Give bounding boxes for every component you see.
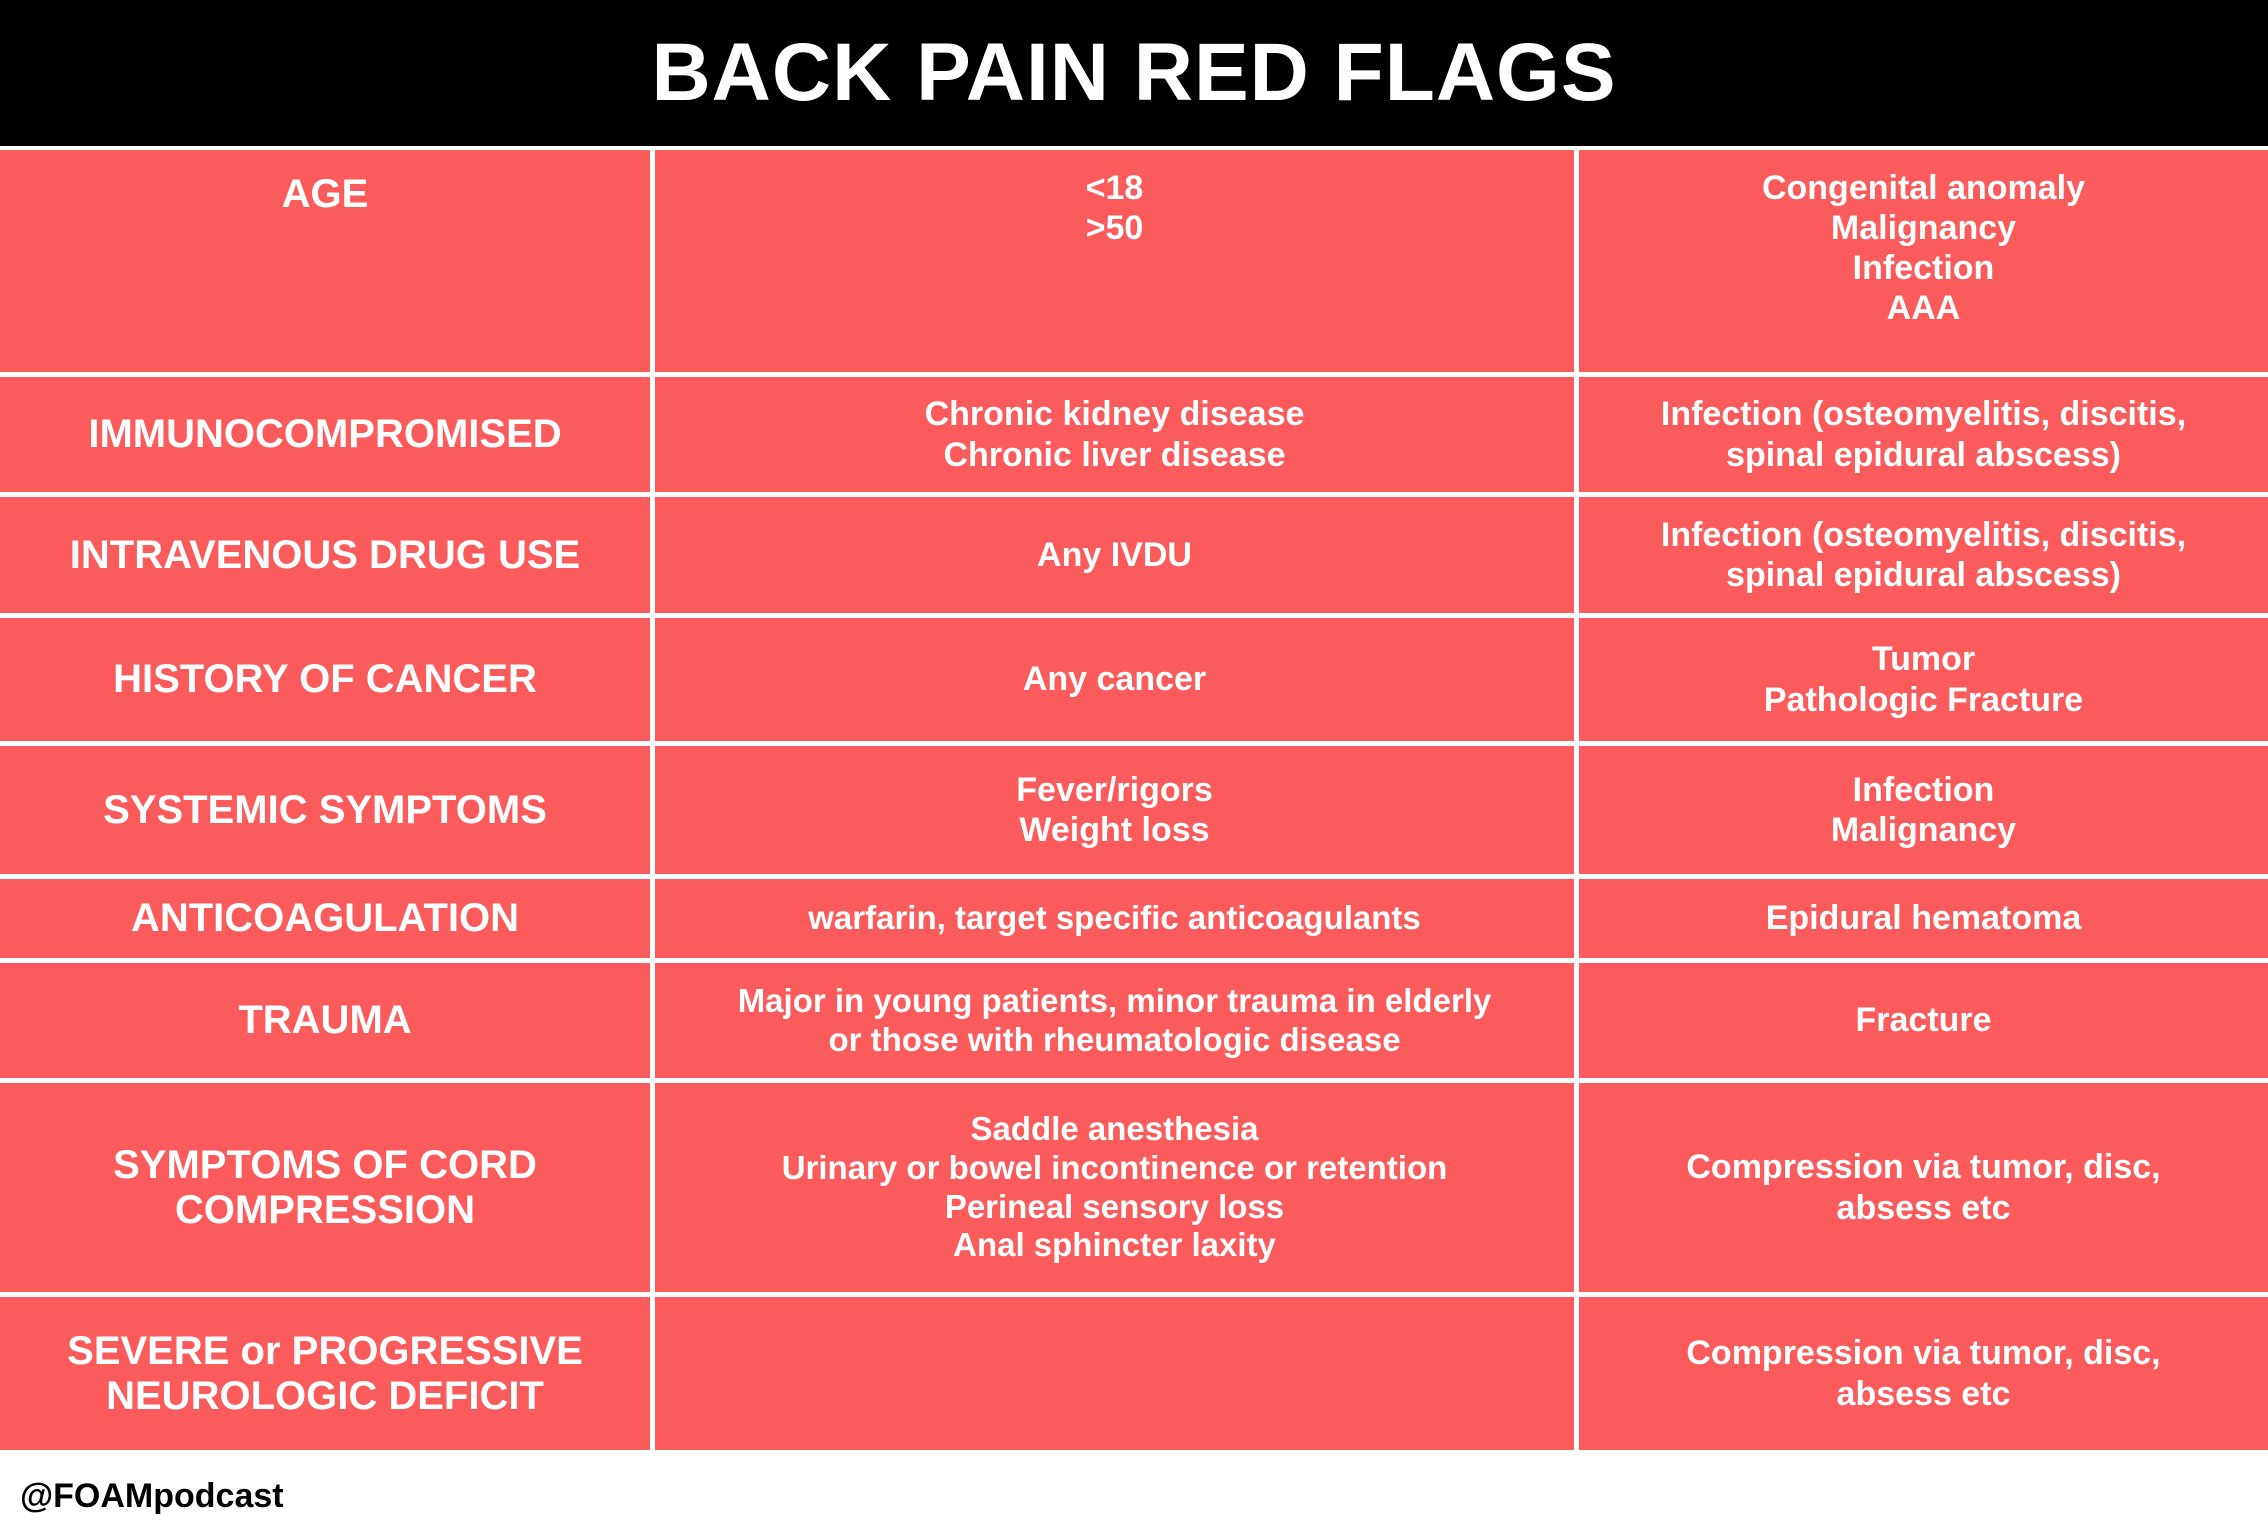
concern-line: absess etc bbox=[1836, 1374, 2011, 1413]
finding-line: Perineal sensory loss bbox=[944, 1187, 1285, 1225]
row-findings-cell: Saddle anesthesia Urinary or bowel incon… bbox=[655, 1083, 1574, 1292]
flag-label: IMMUNOCOMPROMISED bbox=[88, 412, 562, 457]
row-concern-cell: Tumor Pathologic Fracture bbox=[1579, 618, 2268, 741]
concern-line: Malignancy bbox=[1830, 811, 2017, 849]
row-findings-cell: Chronic kidney disease Chronic liver dis… bbox=[655, 377, 1574, 492]
flag-label: TRAUMA bbox=[238, 998, 412, 1043]
table-row: ANTICOAGULATION warfarin, target specifi… bbox=[0, 879, 2268, 958]
row-concern-cell: Infection Malignancy bbox=[1579, 746, 2268, 874]
finding-line: Saddle anesthesia bbox=[970, 1109, 1259, 1147]
finding-line: Anal sphincter laxity bbox=[953, 1226, 1276, 1264]
flag-label: COMPRESSION bbox=[174, 1187, 476, 1232]
concern-line: Pathologic Fracture bbox=[1763, 680, 2084, 719]
finding-line: Chronic liver disease bbox=[943, 435, 1286, 474]
concern-line: Malignancy bbox=[1830, 209, 2017, 248]
finding-line: Weight loss bbox=[1019, 811, 1210, 849]
concern-line: Infection bbox=[1852, 249, 1995, 288]
row-flag-cell: TRAUMA bbox=[0, 963, 650, 1078]
row-flag-cell: SYSTEMIC SYMPTOMS bbox=[0, 746, 650, 874]
concern-line: spinal epidural abscess) bbox=[1726, 435, 2121, 474]
concern-line: AAA bbox=[1886, 289, 1961, 328]
flag-label: ANTICOAGULATION bbox=[130, 896, 520, 941]
finding-line: Any IVDU bbox=[1037, 535, 1192, 574]
table-row: TRAUMA Major in young patients, minor tr… bbox=[0, 963, 2268, 1078]
table-row: INTRAVENOUS DRUG USE Any IVDU Infection … bbox=[0, 497, 2268, 613]
row-findings-cell: <18 >50 bbox=[655, 150, 1574, 372]
finding-line: Major in young patients, minor trauma in… bbox=[737, 981, 1492, 1019]
row-findings-cell bbox=[655, 1297, 1574, 1450]
table-row: IMMUNOCOMPROMISED Chronic kidney disease… bbox=[0, 377, 2268, 492]
row-flag-cell: SYMPTOMS OF CORD COMPRESSION bbox=[0, 1083, 650, 1292]
row-findings-cell: warfarin, target specific anticoagulants bbox=[655, 879, 1574, 958]
table-row: SEVERE or PROGRESSIVE NEUROLOGIC DEFICIT… bbox=[0, 1297, 2268, 1450]
finding-line: or those with rheumatologic disease bbox=[828, 1020, 1401, 1058]
row-concern-cell: Infection (osteomyelitis, discitis, spin… bbox=[1579, 377, 2268, 492]
flag-label: SEVERE or PROGRESSIVE bbox=[67, 1328, 583, 1373]
finding-line: >50 bbox=[1085, 209, 1144, 248]
row-flag-cell: INTRAVENOUS DRUG USE bbox=[0, 497, 650, 613]
concern-line: Congenital anomaly bbox=[1761, 169, 2086, 207]
row-flag-cell: SEVERE or PROGRESSIVE NEUROLOGIC DEFICIT bbox=[0, 1297, 650, 1450]
finding-line: Chronic kidney disease bbox=[924, 395, 1305, 434]
concern-line: Infection (osteomyelitis, discitis, bbox=[1660, 515, 2187, 554]
flag-label: INTRAVENOUS DRUG USE bbox=[69, 532, 581, 577]
finding-line: warfarin, target specific anticoagulants bbox=[808, 899, 1421, 937]
flag-label: SYSTEMIC SYMPTOMS bbox=[103, 787, 547, 832]
concern-line: spinal epidural abscess) bbox=[1726, 556, 2121, 594]
row-flag-cell: AGE bbox=[0, 150, 650, 372]
flag-label: SYMPTOMS OF CORD bbox=[113, 1142, 537, 1187]
finding-line: <18 bbox=[1085, 169, 1144, 207]
row-flag-cell: ANTICOAGULATION bbox=[0, 879, 650, 958]
row-concern-cell: Epidural hematoma bbox=[1579, 879, 2268, 958]
table-row: SYMPTOMS OF CORD COMPRESSION Saddle anes… bbox=[0, 1083, 2268, 1292]
table-row: AGE <18 >50 Congenital anomaly Malignanc… bbox=[0, 150, 2268, 372]
flag-label: AGE bbox=[281, 172, 369, 216]
concern-line: Fracture bbox=[1855, 1001, 1992, 1040]
row-findings-cell: Fever/rigors Weight loss bbox=[655, 746, 1574, 874]
red-flags-table: AGE <18 >50 Congenital anomaly Malignanc… bbox=[0, 146, 2268, 1450]
row-flag-cell: IMMUNOCOMPROMISED bbox=[0, 377, 650, 492]
row-flag-cell: HISTORY OF CANCER bbox=[0, 618, 650, 741]
table-row: SYSTEMIC SYMPTOMS Fever/rigors Weight lo… bbox=[0, 746, 2268, 874]
footer: @FOAMpodcast bbox=[0, 1455, 2268, 1513]
row-concern-cell: Compression via tumor, disc, absess etc bbox=[1579, 1083, 2268, 1292]
finding-line: Urinary or bowel incontinence or retenti… bbox=[781, 1148, 1448, 1186]
concern-line: Compression via tumor, disc, bbox=[1686, 1334, 2161, 1373]
row-findings-cell: Major in young patients, minor trauma in… bbox=[655, 963, 1574, 1078]
concern-line: Infection bbox=[1852, 770, 1995, 809]
row-concern-cell: Fracture bbox=[1579, 963, 2268, 1078]
concern-line: absess etc bbox=[1836, 1188, 2011, 1227]
podcast-handle: @FOAMpodcast bbox=[20, 1477, 284, 1515]
concern-line: Infection (osteomyelitis, discitis, bbox=[1660, 395, 2187, 434]
finding-line: Any cancer bbox=[1022, 660, 1207, 699]
row-findings-cell: Any IVDU bbox=[655, 497, 1574, 613]
page-title: BACK PAIN RED FLAGS bbox=[651, 27, 1617, 118]
row-concern-cell: Compression via tumor, disc, absess etc bbox=[1579, 1297, 2268, 1450]
row-findings-cell: Any cancer bbox=[655, 618, 1574, 741]
table-row: HISTORY OF CANCER Any cancer Tumor Patho… bbox=[0, 618, 2268, 741]
concern-line: Tumor bbox=[1871, 640, 1976, 679]
flag-label: HISTORY OF CANCER bbox=[113, 657, 537, 702]
row-concern-cell: Congenital anomaly Malignancy Infection … bbox=[1579, 150, 2268, 372]
flag-label: NEUROLOGIC DEFICIT bbox=[106, 1373, 544, 1418]
concern-line: Epidural hematoma bbox=[1765, 899, 2082, 938]
finding-line: Fever/rigors bbox=[1016, 770, 1213, 809]
title-banner: BACK PAIN RED FLAGS bbox=[0, 0, 2268, 146]
row-concern-cell: Infection (osteomyelitis, discitis, spin… bbox=[1579, 497, 2268, 613]
concern-line: Compression via tumor, disc, bbox=[1686, 1148, 2161, 1187]
